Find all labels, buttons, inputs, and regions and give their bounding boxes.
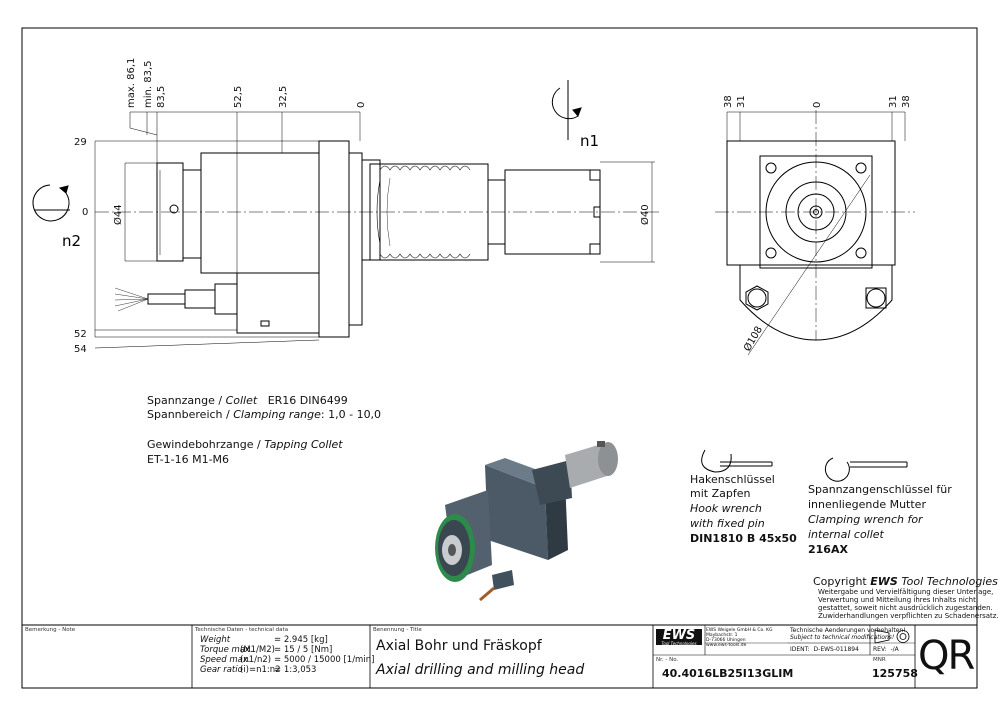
copyright-text-3: gestattet, soweit nicht ausdrücklich zug… bbox=[818, 604, 993, 612]
clamp-wrench-de2: innenliegende Mutter bbox=[808, 498, 926, 511]
dim-32-5: 32,5 bbox=[278, 86, 289, 108]
title-label: Benennung - Title bbox=[373, 627, 422, 633]
torque-label: Torque max. bbox=[200, 645, 253, 655]
product-render bbox=[435, 441, 618, 602]
company-address: EWS Weigele GmbH & Co. KG Maybachstr. 1 … bbox=[706, 628, 773, 648]
speed-sub: (n1/n2) bbox=[240, 655, 272, 665]
label-n1: n1 bbox=[580, 132, 599, 150]
spec-clamping-range: Spannbereich / Clamping range: 1,0 - 10,… bbox=[147, 408, 382, 421]
mnr-value: 125758 bbox=[872, 667, 918, 680]
torque-sub: (M1/M2) bbox=[240, 645, 275, 655]
rotation-n2-symbol bbox=[32, 184, 70, 222]
hook-wrench-en2: with fixed pin bbox=[690, 517, 765, 530]
copyright-text-2: Verwertung und Mitteilung ihres Inhalts … bbox=[818, 596, 976, 604]
mnr-label: MNR bbox=[873, 657, 886, 663]
dim-front-38-r: 38 bbox=[901, 95, 912, 108]
projection-symbol bbox=[874, 629, 910, 644]
number-label: Nr. - No. bbox=[656, 657, 679, 663]
front-view bbox=[715, 110, 915, 341]
revision: REV: -/A bbox=[873, 646, 899, 653]
hook-wrench-drawing bbox=[701, 449, 773, 473]
dim-front-38-l: 38 bbox=[723, 95, 734, 108]
remark-label: Bemerkung - Note bbox=[25, 627, 76, 633]
change-note-en: Subject to technical modifications! bbox=[790, 634, 895, 641]
clamp-wrench-en2: internal collet bbox=[808, 528, 884, 541]
front-dimensions bbox=[726, 111, 906, 356]
dim-dia-108: Ø108 bbox=[741, 324, 765, 353]
copyright-text-4: Zuwiderhandlungen verpflichten zu Schade… bbox=[818, 612, 999, 620]
side-dimensions bbox=[94, 111, 655, 349]
ratio-sub: (i)=n1:n2 bbox=[240, 665, 281, 675]
dim-min: min. 83,5 bbox=[143, 61, 154, 108]
tech-data-label: Technische Daten - technical data bbox=[195, 627, 289, 633]
ident: IDENT: D-EWS-011894 bbox=[790, 646, 859, 653]
spec-tapping-size: ET-1-16 M1-M6 bbox=[147, 453, 230, 466]
weight-value: = 2.945 [kg] bbox=[274, 635, 328, 645]
dim-labels: max. 86,1 min. 83,5 83,5 52,5 32,5 0 29 … bbox=[62, 58, 912, 355]
hook-wrench-de1: Hakenschlüssel bbox=[690, 473, 775, 486]
ratio-value: = 1:3,053 bbox=[274, 665, 317, 675]
clamp-wrench-en1: Clamping wrench for bbox=[808, 513, 923, 526]
dim-52: 52 bbox=[74, 329, 87, 340]
dim-dia-44: Ø44 bbox=[112, 204, 124, 225]
drawing-frame bbox=[21, 27, 978, 689]
title-english: Axial drilling and milling head bbox=[376, 662, 585, 678]
change-note-de: Technische Aenderungen vorbehalten! bbox=[790, 627, 906, 634]
side-view bbox=[95, 140, 660, 338]
hook-wrench-de2: mit Zapfen bbox=[690, 487, 751, 500]
hook-wrench-en1: Hook wrench bbox=[690, 502, 762, 515]
speed-label: Speed max. bbox=[200, 655, 251, 665]
clamp-wrench-de1: Spannzangenschlüssel für bbox=[808, 483, 952, 496]
hook-wrench-code: DIN1810 B 45x50 bbox=[690, 532, 797, 545]
speed-value: = 5000 / 15000 [1/min] bbox=[274, 655, 375, 665]
ews-logo: EWS Tool Technologies bbox=[656, 629, 702, 646]
spec-collet: Spannzange / Collet ER16 DIN6499 bbox=[147, 394, 348, 407]
dim-52-5: 52,5 bbox=[233, 86, 244, 108]
ratio-label: Gear ratio bbox=[200, 665, 243, 675]
dim-0-left: 0 bbox=[82, 207, 88, 218]
dim-29: 29 bbox=[74, 137, 87, 148]
dim-max: max. 86,1 bbox=[126, 58, 137, 108]
rotation-n1-symbol bbox=[551, 80, 582, 140]
dim-front-31-l: 31 bbox=[736, 95, 747, 108]
label-n2: n2 bbox=[62, 232, 81, 250]
dim-front-31-r: 31 bbox=[888, 95, 899, 108]
dim-front-0: 0 bbox=[812, 102, 823, 108]
qr-code-label: QR bbox=[918, 633, 975, 679]
dim-dia-40: Ø40 bbox=[639, 204, 651, 225]
torque-value: = 15 / 5 [Nm] bbox=[274, 645, 333, 655]
dim-54: 54 bbox=[74, 344, 87, 355]
copyright-text-1: Weitergabe und Vervielfältigung dieser U… bbox=[818, 588, 994, 596]
dim-83-5: 83,5 bbox=[156, 86, 167, 108]
copyright-line: Copyright EWS Tool Technologies bbox=[813, 575, 998, 588]
part-number: 40.4016LB25I13GLIM bbox=[662, 667, 794, 680]
title-german: Axial Bohr und Fräskopf bbox=[376, 638, 542, 654]
clamp-wrench-drawing bbox=[824, 457, 908, 482]
dim-0-side: 0 bbox=[356, 102, 367, 108]
weight-label: Weight bbox=[200, 635, 231, 645]
spec-tapping-collet: Gewindebohrzange / Tapping Collet bbox=[147, 438, 343, 451]
clamp-wrench-code: 216AX bbox=[808, 543, 848, 556]
